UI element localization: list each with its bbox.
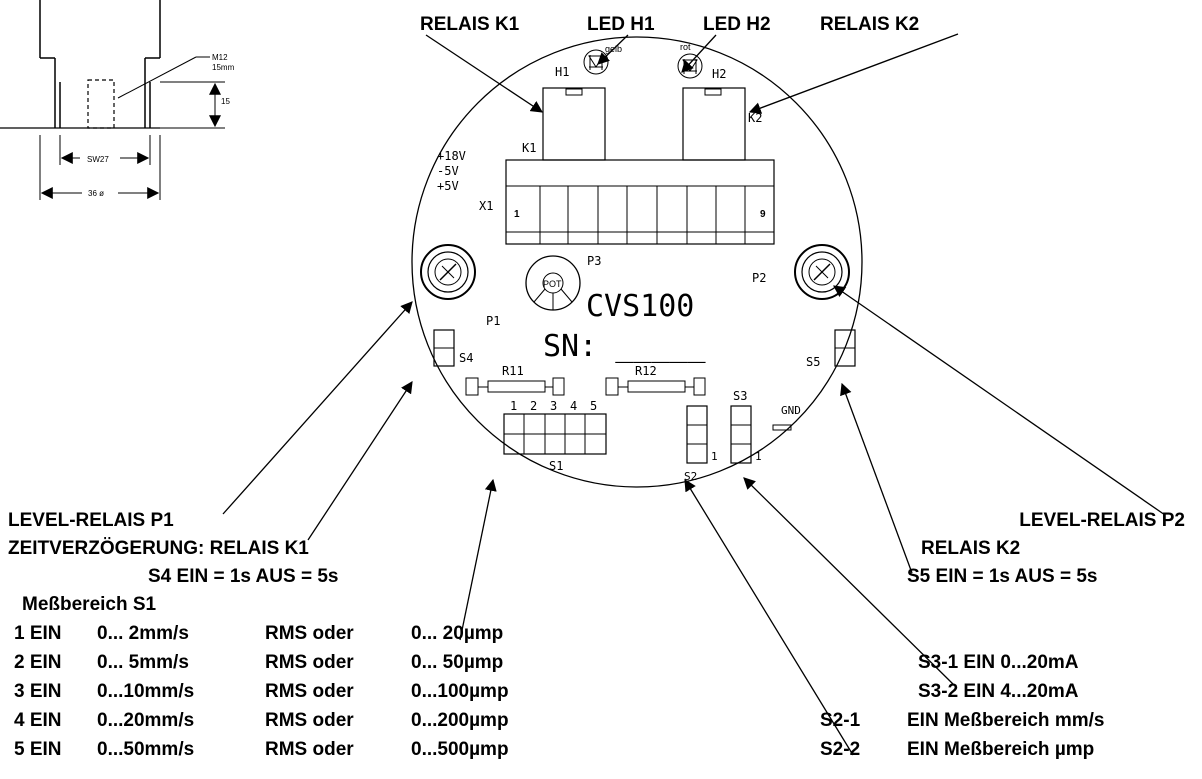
- resistor-r11: [465, 377, 565, 396]
- range-row-um: 0... 20µmp: [411, 623, 503, 644]
- s1-pin-2: 2: [530, 399, 537, 413]
- relay-k2: [682, 87, 746, 161]
- range-row-rms: RMS oder: [265, 710, 354, 731]
- range-row-rms: RMS oder: [265, 652, 354, 673]
- callout-arrows: [222, 33, 1166, 756]
- range-row-mm: 0...50mm/s: [97, 739, 194, 760]
- switch-s4: [433, 329, 455, 367]
- terminal-pin-1: 1: [514, 209, 520, 220]
- range-row-um: 0...200µmp: [411, 710, 509, 731]
- note-s2-2-key: S2-2: [820, 739, 860, 760]
- note-relais-k2: RELAIS K2: [921, 538, 1020, 559]
- range-table: 1 EIN 0... 2mm/s RMS oder 0... 20µmp 2 E…: [14, 623, 509, 760]
- potentiometer-p3: [525, 255, 581, 311]
- s1-pin-1: 1: [510, 399, 517, 413]
- note-s2-1-value: EIN Meßbereich mm/s: [907, 710, 1104, 731]
- range-row-um: 0... 50µmp: [411, 652, 503, 673]
- s1-pin-5: 5: [590, 399, 597, 413]
- thread-depth-label: 15mm: [212, 63, 235, 72]
- switch-s5-label: S5: [806, 355, 820, 369]
- s1-pin-4: 4: [570, 399, 577, 413]
- range-row-rms: RMS oder: [265, 739, 354, 760]
- range-row-mm: 0... 2mm/s: [97, 623, 189, 644]
- depth-dim-label: 15: [221, 97, 230, 106]
- s1-label: S1: [549, 459, 563, 473]
- resistor-r12: [605, 377, 706, 396]
- note-range-title: Meßbereich S1: [22, 594, 157, 615]
- switch-s2: [686, 405, 708, 464]
- gnd-pad: [772, 424, 792, 431]
- potentiometer-p2: [794, 244, 850, 300]
- terminal-block-x1: [505, 159, 775, 245]
- note-s3-1: S3-1 EIN 0...20mA: [918, 652, 1079, 673]
- relay-k1: [542, 87, 606, 161]
- pot-p1-label: P1: [486, 314, 500, 328]
- range-row-switch: 3 EIN: [14, 681, 62, 702]
- s3-pin-1: 1: [755, 450, 762, 463]
- range-row-rms: RMS oder: [265, 681, 354, 702]
- relay-k2-label: K2: [748, 111, 762, 125]
- switch-s3: [730, 405, 752, 464]
- resistor-r12-label: R12: [635, 364, 657, 378]
- dip-switch-s1: [503, 413, 607, 455]
- note-zeitverzoegerung: ZEITVERZÖGERUNG: RELAIS K1: [8, 538, 309, 559]
- note-s4: S4 EIN = 1s AUS = 5s: [148, 566, 338, 587]
- led-h2: [677, 53, 703, 79]
- pot-p3-text: POT: [543, 279, 562, 289]
- range-row-switch: 5 EIN: [14, 739, 62, 760]
- s1-pin-3: 3: [550, 399, 557, 413]
- note-s2-1-key: S2-1: [820, 710, 861, 731]
- range-row-switch: 1 EIN: [14, 623, 62, 644]
- range-row-rms: RMS oder: [265, 623, 354, 644]
- model-label: CVS100: [586, 289, 694, 324]
- terminal-pin-9: 9: [760, 209, 766, 220]
- note-s5: S5 EIN = 1s AUS = 5s: [907, 566, 1097, 587]
- terminal-label: X1: [479, 199, 493, 213]
- potentiometer-p1: [420, 244, 476, 300]
- resistor-r11-label: R11: [502, 364, 524, 378]
- relay-k1-label: K1: [522, 141, 536, 155]
- serial-label: SN: _____: [543, 329, 706, 364]
- s2-pin-1: 1: [711, 450, 718, 463]
- thread-label: M12: [212, 53, 228, 62]
- top-label-relais-k2: RELAIS K2: [820, 14, 919, 35]
- led-h2-label: H2: [712, 67, 726, 81]
- pot-p3-label: P3: [587, 254, 601, 268]
- led-h1-label: H1: [555, 65, 569, 79]
- gnd-label: GND: [781, 404, 801, 417]
- voltage-18v: +18V: [437, 149, 466, 163]
- range-row-um: 0...100µmp: [411, 681, 509, 702]
- range-row-mm: 0...20mm/s: [97, 710, 194, 731]
- pot-p2-label: P2: [752, 271, 766, 285]
- diameter-label: 36 ø: [88, 189, 104, 198]
- range-row-switch: 4 EIN: [14, 710, 62, 731]
- switch-s5: [834, 329, 856, 367]
- s3-label: S3: [733, 389, 747, 403]
- note-s3-2: S3-2 EIN 4...20mA: [918, 681, 1079, 702]
- led-h2-color: rot: [680, 42, 691, 52]
- voltage-minus-5v: -5V: [437, 164, 459, 178]
- voltage-plus-5v: +5V: [437, 179, 459, 193]
- top-label-led-h1: LED H1: [587, 14, 655, 35]
- top-label-relais-k1: RELAIS K1: [420, 14, 520, 35]
- switch-s4-label: S4: [459, 351, 473, 365]
- range-row-mm: 0...10mm/s: [97, 681, 194, 702]
- note-s2-2-value: EIN Meßbereich µmp: [907, 739, 1094, 760]
- wrench-size-label: SW27: [87, 155, 109, 164]
- top-label-led-h2: LED H2: [703, 14, 771, 35]
- range-row-um: 0...500µmp: [411, 739, 509, 760]
- note-level-relais-p2: LEVEL-RELAIS P2: [1019, 510, 1185, 531]
- sensor-detail-drawing: M12 15mm 15 SW27 36 ø: [0, 0, 235, 200]
- range-row-switch: 2 EIN: [14, 652, 62, 673]
- range-row-mm: 0... 5mm/s: [97, 652, 189, 673]
- note-level-relais-p1: LEVEL-RELAIS P1: [8, 510, 174, 531]
- board-outline: [411, 36, 863, 488]
